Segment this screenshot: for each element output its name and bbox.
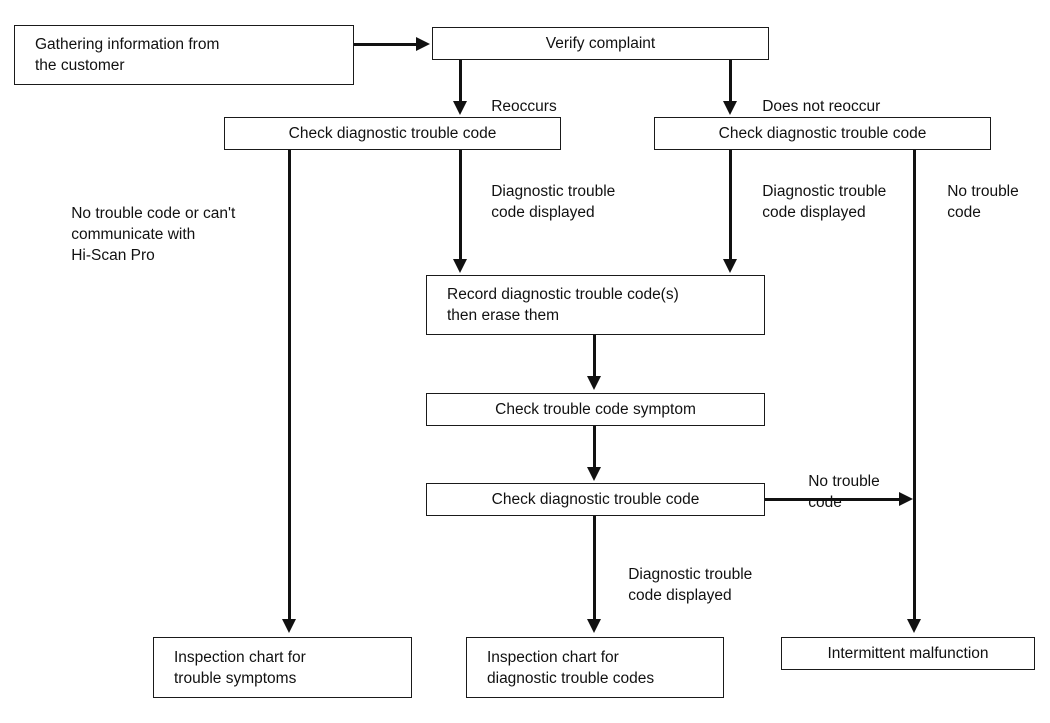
node-check-dtc-reoccurs[interactable]: Check diagnostic trouble code bbox=[224, 117, 561, 150]
node-check-dtc-not-reoccur[interactable]: Check diagnostic trouble code bbox=[654, 117, 991, 150]
edge-label-line-2: code displayed bbox=[491, 204, 595, 221]
node-line-1: Inspection chart for bbox=[487, 648, 619, 666]
node-line-1: Gathering information from bbox=[35, 36, 220, 53]
arrowhead-verify-to-check-not-reoccur bbox=[723, 101, 737, 115]
edge-label-no-trouble-code-or-cant-communicate: No trouble code or can't communicate wit… bbox=[54, 182, 235, 287]
connector-record-to-symptom-check bbox=[593, 335, 596, 377]
connector-check-dtc-again-to-intermittent bbox=[765, 498, 901, 501]
node-line-1: Check diagnostic trouble code bbox=[491, 491, 700, 508]
connector-check-dtc-again-to-codes-chart bbox=[593, 516, 596, 620]
node-line-1: Check trouble code symptom bbox=[495, 401, 696, 418]
edge-label-line-1: No trouble code or can't bbox=[71, 205, 236, 222]
edge-label-line-1: Diagnostic trouble bbox=[628, 566, 753, 583]
connector-symptom-check-to-check-dtc-again bbox=[593, 426, 596, 468]
edge-label-line-2: code displayed bbox=[762, 204, 866, 221]
node-line-1: Intermittent malfunction bbox=[827, 645, 989, 662]
arrowhead-check-reoccurs-to-symptoms-chart bbox=[282, 619, 296, 633]
edge-label-line-2: communicate with bbox=[71, 226, 196, 243]
edge-label-line-1: Reoccurs bbox=[491, 98, 557, 115]
node-check-trouble-code-symptom[interactable]: Check trouble code symptom bbox=[426, 393, 765, 426]
arrowhead-check-not-reoccur-to-record bbox=[723, 259, 737, 273]
arrowhead-check-dtc-again-to-codes-chart bbox=[587, 619, 601, 633]
node-check-dtc-again[interactable]: Check diagnostic trouble code bbox=[426, 483, 765, 516]
edge-label-no-trouble-code-mid: No trouble code bbox=[791, 450, 880, 534]
edge-label-dtc-displayed-right: Diagnostic trouble code displayed bbox=[745, 160, 886, 244]
edge-label-line-3: Hi-Scan Pro bbox=[71, 247, 155, 264]
node-intermittent-malfunction[interactable]: Intermittent malfunction bbox=[781, 637, 1035, 670]
arrowhead-check-dtc-again-to-intermittent bbox=[899, 492, 913, 506]
edge-label-line-2: code bbox=[808, 494, 842, 511]
edge-label-line-2: code displayed bbox=[628, 587, 732, 604]
node-line-1: Check diagnostic trouble code bbox=[288, 125, 497, 142]
arrowhead-check-reoccurs-to-record bbox=[453, 259, 467, 273]
arrowhead-verify-to-check-reoccurs bbox=[453, 101, 467, 115]
edge-label-dtc-displayed-left: Diagnostic trouble code displayed bbox=[474, 160, 615, 244]
node-line-1: Record diagnostic trouble code(s) bbox=[447, 286, 679, 303]
node-inspection-chart-symptoms[interactable]: Inspection chart for trouble symptoms bbox=[153, 637, 412, 698]
connector-no-trouble-code-to-intermittent bbox=[913, 150, 916, 620]
connector-gathering-to-verify bbox=[354, 43, 418, 46]
edge-label-line-1: No trouble bbox=[947, 183, 1019, 200]
edge-label-reoccurs: Reoccurs bbox=[474, 75, 557, 138]
node-line-1: Inspection chart for bbox=[174, 648, 306, 666]
node-line-1: Check diagnostic trouble code bbox=[718, 125, 927, 142]
edge-label-line-1: Does not reoccur bbox=[762, 98, 881, 115]
node-line-2: trouble symptoms bbox=[174, 669, 297, 687]
edge-label-does-not-reoccur: Does not reoccur bbox=[745, 75, 880, 138]
connector-check-not-reoccur-to-record bbox=[729, 150, 732, 260]
node-line-2: diagnostic trouble codes bbox=[487, 669, 655, 687]
edge-label-line-1: Diagnostic trouble bbox=[762, 183, 887, 200]
edge-label-line-1: No trouble bbox=[808, 473, 880, 490]
edge-label-no-trouble-code-right: No trouble code bbox=[930, 160, 1019, 244]
node-record-erase-dtc[interactable]: Record diagnostic trouble code(s) then e… bbox=[426, 275, 765, 335]
node-gathering-information[interactable]: Gathering information from the customer bbox=[14, 25, 354, 85]
connector-verify-to-check-not-reoccur bbox=[729, 60, 732, 102]
node-verify-complaint[interactable]: Verify complaint bbox=[432, 27, 769, 60]
connector-check-reoccurs-to-record bbox=[459, 150, 462, 260]
arrowhead-symptom-check-to-check-dtc-again bbox=[587, 467, 601, 481]
edge-label-line-2: code bbox=[947, 204, 981, 221]
node-inspection-chart-codes[interactable]: Inspection chart for diagnostic trouble … bbox=[466, 637, 724, 698]
arrowhead-no-trouble-code-to-intermittent bbox=[907, 619, 921, 633]
arrowhead-record-to-symptom-check bbox=[587, 376, 601, 390]
edge-label-dtc-displayed-bottom: Diagnostic trouble code displayed bbox=[611, 543, 752, 627]
connector-verify-to-check-reoccurs bbox=[459, 60, 462, 102]
arrowhead-gathering-to-verify bbox=[416, 37, 430, 51]
node-line-1: Verify complaint bbox=[545, 35, 656, 52]
node-line-2: the customer bbox=[35, 57, 125, 74]
connector-check-reoccurs-to-symptoms-chart bbox=[288, 150, 291, 620]
node-line-2: then erase them bbox=[447, 307, 560, 324]
edge-label-line-1: Diagnostic trouble bbox=[491, 183, 616, 200]
